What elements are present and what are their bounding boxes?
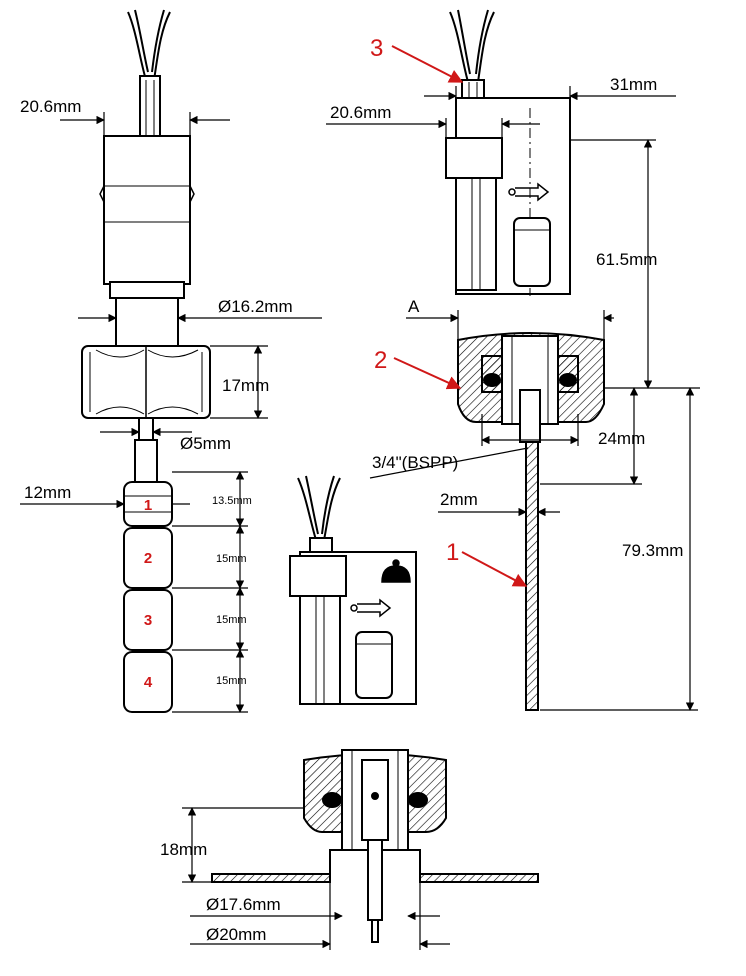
- bottom-reed-capsule: [355, 631, 393, 699]
- dim-top-right-width: 20.6mm: [330, 103, 391, 122]
- dim-segment-width: 12mm: [24, 483, 71, 502]
- left-dimension-lines: [20, 112, 322, 713]
- dim-pin-dia: 2mm: [440, 490, 478, 509]
- dim-outer-dia: Ø20mm: [206, 925, 266, 944]
- bottom-flow-arrow-icon: [350, 598, 392, 618]
- dim-outer-width: 31mm: [610, 75, 657, 94]
- left-view: [81, 9, 211, 713]
- dim-body-height: 61.5mm: [596, 250, 657, 269]
- bell-icon: [381, 559, 411, 583]
- dim-stem-dia: Ø5mm: [180, 434, 231, 453]
- dim-hex-bore: Ø16.2mm: [218, 297, 293, 316]
- float-segments: [123, 481, 173, 713]
- dim-mount-height: 18mm: [160, 840, 207, 859]
- hex-nut: [81, 345, 211, 419]
- right-dimension-lines: [326, 86, 700, 711]
- dim-hex-height: 17mm: [222, 376, 269, 395]
- callout-1: 1: [446, 539, 459, 566]
- flow-arrow-icon: [508, 182, 550, 202]
- segment-label-4: 4: [144, 674, 153, 691]
- probe-pin: [525, 441, 539, 711]
- sensor-housing: [103, 135, 191, 285]
- bottom-dimension-lines: [182, 807, 450, 949]
- dim-inner-dia: Ø17.6mm: [206, 895, 281, 914]
- dim-seg3-height: 15mm: [216, 614, 247, 626]
- dim-section-label: A: [408, 297, 420, 316]
- reed-capsule: [513, 217, 551, 287]
- dim-seg1-height: 13.5mm: [212, 495, 252, 507]
- callout-3: 3: [370, 35, 383, 62]
- bottom-view: [211, 475, 539, 950]
- callout-lines: [391, 45, 528, 587]
- segment-label-3: 3: [144, 612, 152, 629]
- fitting-section: [457, 332, 605, 446]
- segment-label-1: 1: [144, 497, 152, 514]
- dim-seg4-height: 15mm: [216, 675, 247, 687]
- stem: [138, 417, 154, 443]
- dim-top-left-width: 20.6mm: [20, 97, 81, 116]
- dim-probe-length: 79.3mm: [622, 541, 683, 560]
- right-view: [445, 9, 605, 711]
- segment-label-2: 2: [144, 550, 152, 567]
- dim-thread-spec: 3/4"(BSPP): [372, 453, 458, 472]
- bottom-fitting-section: [211, 749, 539, 950]
- bottom-cable-wires: [297, 475, 341, 565]
- callout-2: 2: [374, 347, 387, 374]
- dim-thread-depth: 24mm: [598, 429, 645, 448]
- cable-wires: [127, 9, 171, 139]
- dim-seg2-height: 15mm: [216, 553, 247, 565]
